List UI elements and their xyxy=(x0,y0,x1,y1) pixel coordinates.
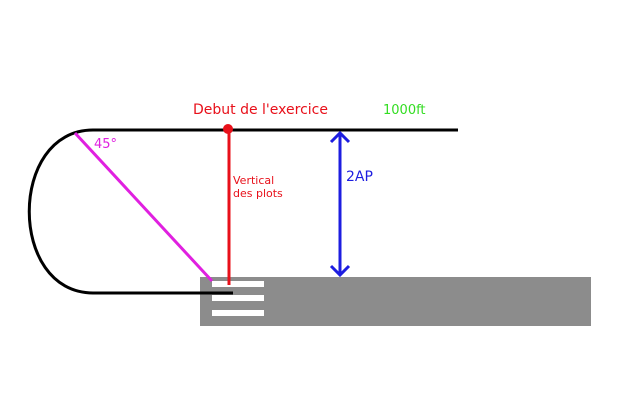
runway-marking xyxy=(212,310,264,316)
start-label: Debut de l'exercice xyxy=(193,102,328,118)
angle-label: 45° xyxy=(94,137,117,152)
distance-label: 2AP xyxy=(346,169,373,185)
circuit-path xyxy=(27,128,458,295)
vertical-label-line2: des plots xyxy=(233,187,283,200)
runway-marking xyxy=(212,295,264,301)
vertical-label-line1: Vertical xyxy=(233,174,274,187)
altitude-label: 1000ft xyxy=(383,103,426,118)
start-point-marker xyxy=(223,124,233,134)
runway-marking xyxy=(212,281,264,287)
angle-45-line xyxy=(73,131,214,283)
runway xyxy=(200,277,591,326)
distance-arrow xyxy=(329,130,351,278)
